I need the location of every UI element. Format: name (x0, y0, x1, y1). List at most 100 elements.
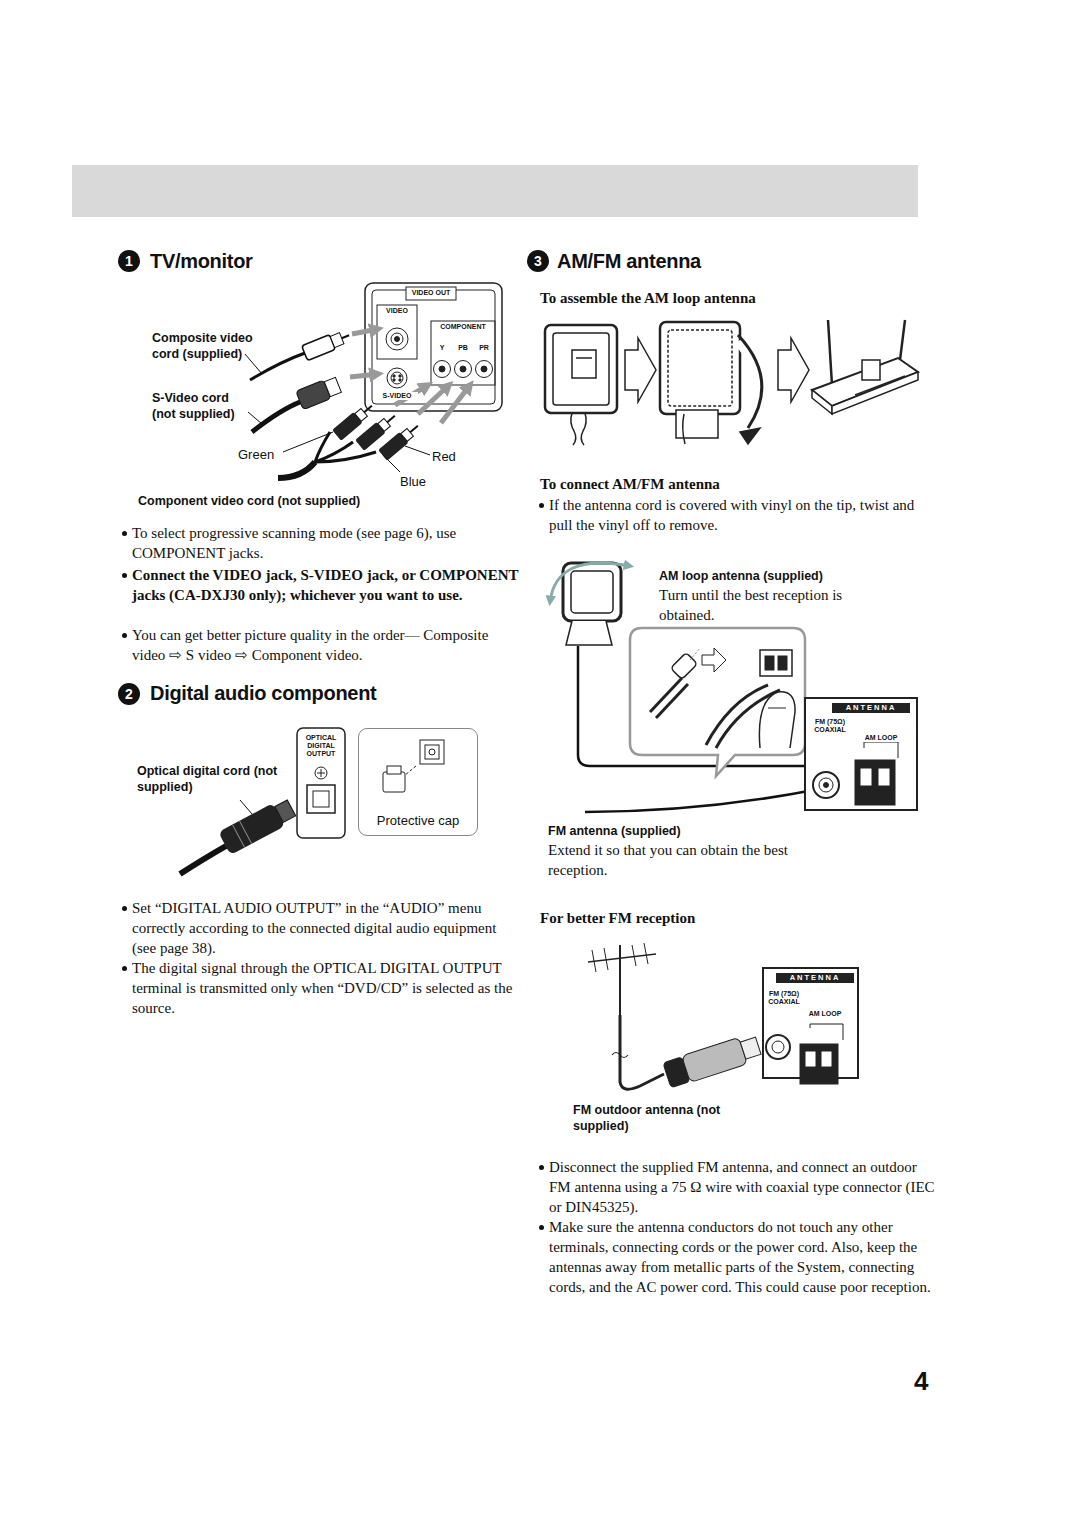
am-loop-assembly-part (738, 335, 762, 428)
fm-outdoor-antenna-part (682, 1037, 748, 1082)
s-video-cord-part (296, 375, 342, 409)
am-loop-assembly-part (740, 428, 760, 444)
insertion-arrow-part (418, 385, 449, 414)
am-loop-antenna (550, 563, 630, 645)
header-band (72, 165, 918, 217)
am-loop-assembly-part (660, 322, 740, 414)
bullet-dot (122, 633, 127, 638)
am-loop-assembly-part (862, 360, 880, 380)
am-loop-antenna-part (566, 621, 612, 645)
am-loop-antenna-part (563, 563, 621, 621)
tv-rear-panel-part (386, 328, 408, 350)
tv-rear-panel-part (481, 366, 487, 372)
s-video-cord-part (324, 377, 341, 396)
fm-outdoor-antenna-part (620, 1015, 664, 1089)
tv-rear-panel-part (395, 337, 400, 342)
am-loop-assembly-part (625, 338, 656, 402)
bullet-dot (539, 1225, 544, 1230)
component-video-cord-part (315, 452, 376, 462)
composite-cord-part (302, 335, 336, 361)
composite-cord (250, 328, 352, 380)
panel-marking: Y (436, 344, 448, 352)
section-heading: Digital audio component (150, 681, 376, 705)
optical-digital-cord-part (180, 846, 226, 874)
section-heading: AM/FM antenna (557, 249, 701, 273)
stripping-detail-part (690, 648, 700, 660)
antenna-terminal-panel-part (800, 1044, 838, 1084)
tv-rear-panel-part (460, 366, 466, 372)
tv-rear-panel-part (365, 283, 502, 411)
tv-rear-panel-part (439, 366, 445, 372)
antenna-terminal-panel-part (805, 698, 917, 810)
panel-marking: PB (456, 344, 470, 352)
am-loop-assembly-part (900, 320, 905, 360)
fm-outdoor-antenna (588, 943, 763, 1089)
component-video-cord-part (378, 420, 422, 460)
body-text: Disconnect the supplied FM antenna, and … (549, 1157, 937, 1217)
part-label: Composite video cord (supplied) (152, 330, 274, 362)
part-label: S-Video cord (not supplied) (152, 390, 252, 422)
insertion-arrow (350, 329, 470, 423)
am-loop-assembly-part (581, 413, 586, 445)
part-label: Optical digital cord (not supplied) (137, 763, 287, 795)
am-loop-assembly-part (572, 350, 596, 378)
antenna-terminal-panel-part (766, 1035, 790, 1059)
stripping-detail-part (778, 656, 787, 670)
protective-cap-drawing-part (420, 740, 444, 764)
optical-output-panel-part (297, 728, 345, 838)
protective-cap-drawing-part (404, 766, 416, 776)
antenna-terminal-panel (805, 698, 917, 810)
fm-outdoor-antenna-part (740, 1037, 761, 1059)
tv-rear-panel-part (393, 379, 395, 381)
color-label: Green (238, 447, 274, 463)
protective-cap-drawing-part (429, 749, 435, 755)
component-video-cord-part (364, 406, 372, 412)
panel-marking: FM (75Ω) COAXIAL (767, 990, 801, 1006)
inset-box: Protective cap (358, 728, 478, 836)
protective-cap-drawing-part (387, 766, 401, 774)
panel-marking: OPTICAL DIGITAL OUTPUT (299, 734, 343, 758)
panel-marking: S-VIDEO (376, 392, 418, 400)
body-text: Connect the VIDEO jack, S-VIDEO jack, or… (132, 565, 520, 605)
bullet-dot (539, 503, 544, 508)
component-video-cord-part (278, 462, 315, 478)
stripping-detail-part (760, 650, 792, 676)
panel-marking: VIDEO (379, 307, 415, 315)
am-loop-antenna-part (571, 571, 613, 613)
antenna-terminal-panel-part (864, 742, 898, 758)
tv-rear-panel-part (391, 333, 403, 345)
fm-outdoor-antenna-part (604, 948, 608, 970)
tv-rear-panel-part (476, 361, 493, 378)
body-text: Turn until the best reception is obtaine… (659, 585, 874, 625)
panel-marking: COMPONENT (433, 323, 493, 331)
color-label: Blue (400, 474, 426, 490)
part-label: FM outdoor antenna (not supplied) (573, 1102, 723, 1134)
callout-bubble (630, 628, 805, 776)
panel-marking: VIDEO OUT (407, 289, 455, 297)
optical-output-panel-part (307, 785, 335, 813)
antenna-terminal-panel-part (860, 768, 872, 786)
am-loop-assembly-part (668, 330, 732, 406)
body-text: Extend it so that you can obtain the bes… (548, 840, 848, 880)
bullet-dot (539, 1165, 544, 1170)
antenna-terminal-panel-part (824, 783, 829, 788)
fm-outdoor-antenna-part (644, 943, 648, 964)
bullet-dot (122, 531, 127, 536)
part-label: Component video cord (not supplied) (138, 493, 458, 509)
leader-line-part (405, 446, 430, 455)
am-loop-assembly-part (828, 320, 832, 385)
subheading: To assemble the AM loop antenna (540, 288, 920, 308)
tv-rear-panel (365, 283, 502, 411)
am-loop-assembly-part (812, 390, 832, 414)
panel-marking: FM (75Ω) COAXIAL (813, 718, 847, 734)
s-video-cord-part (252, 402, 300, 432)
antenna-terminal-panel (763, 968, 858, 1084)
optical-output-panel (297, 728, 345, 838)
composite-cord-part (342, 335, 349, 338)
body-text: To select progressive scanning mode (see… (132, 523, 520, 563)
composite-cord-part (330, 333, 344, 348)
page-number: 4 (914, 1366, 928, 1396)
composite-cord-part (250, 353, 305, 380)
composite-cord-part (302, 328, 352, 361)
